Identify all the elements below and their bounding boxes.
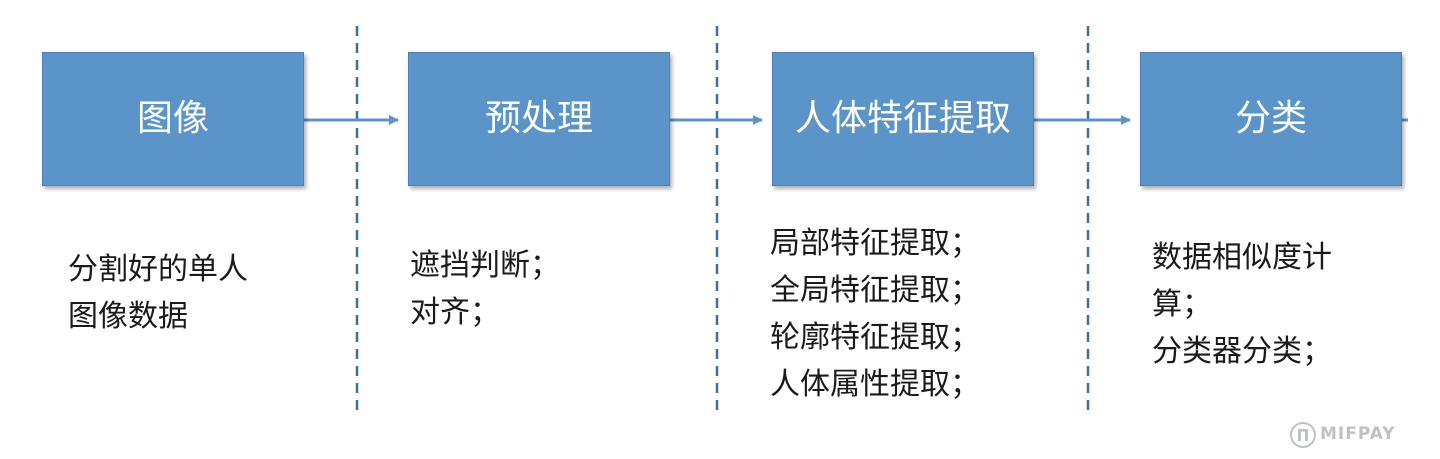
stage-description-classification: 数据相似度计 算； 分类器分类； [1152, 240, 1332, 369]
stage-box-classification: 分类 [1140, 52, 1402, 186]
stage-title-classification: 分类 [1234, 98, 1307, 139]
stage-description-feature-extraction: 局部特征提取； 全局特征提取； 轮廓特征提取； 人体属性提取； [770, 226, 980, 402]
stage-box-image: 图像 [42, 52, 304, 186]
stage-title-image: 图像 [136, 98, 209, 139]
watermark: MIFPAY [1290, 420, 1405, 450]
stage-title-preprocess: 预处理 [484, 98, 593, 139]
watermark-text: MIFPAY [1320, 424, 1396, 444]
stage-box-preprocess: 预处理 [408, 52, 670, 186]
stage-description-preprocess: 遮挡判断； 对齐； [410, 248, 560, 330]
stage-box-feature-extraction: 人体特征提取 [772, 52, 1034, 186]
mifpay-logo-icon [1290, 422, 1316, 448]
stage-title-feature-extraction: 人体特征提取 [794, 98, 1011, 139]
stage-description-image: 分割好的单人 图像数据 [68, 252, 248, 334]
